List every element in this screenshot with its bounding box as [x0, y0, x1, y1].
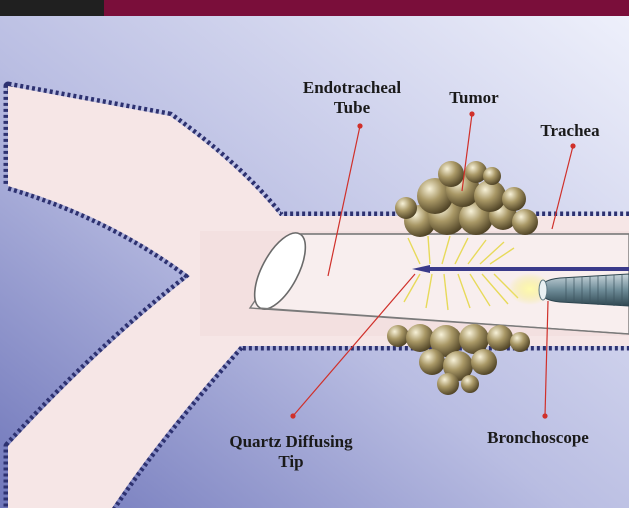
label-endotracheal-line2: Tube [272, 98, 432, 118]
label-endotracheal-line1: Endotracheal [272, 78, 432, 98]
label-quartz-diffusing-tip: Quartz Diffusing Tip [196, 432, 386, 472]
label-quartz-line1: Quartz Diffusing [196, 432, 386, 452]
header-bar-right [104, 0, 629, 16]
label-endotracheal-tube: Endotracheal Tube [272, 78, 432, 118]
bronchoscope [539, 274, 629, 306]
label-bronchoscope: Bronchoscope [462, 428, 614, 448]
label-tumor: Tumor [426, 88, 522, 108]
label-trachea: Trachea [520, 121, 620, 141]
header-bar-left [0, 0, 104, 16]
label-quartz-line2: Tip [196, 452, 386, 472]
